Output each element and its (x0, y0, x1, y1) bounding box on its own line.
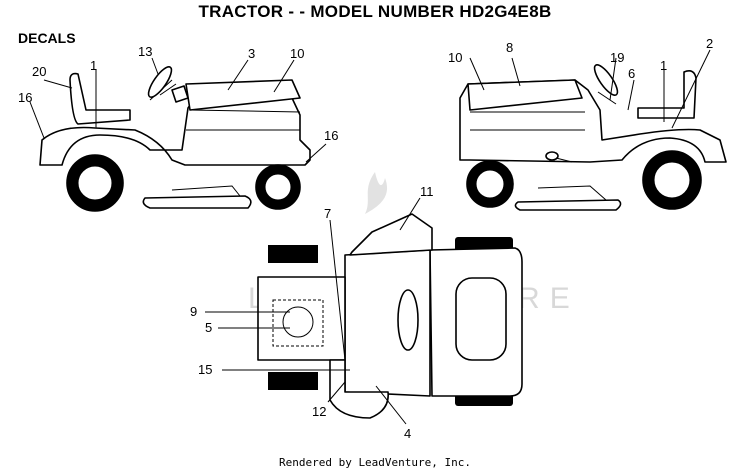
credit-line: Rendered by LeadVenture, Inc. (278, 456, 472, 469)
callout-1-right: 1 (660, 58, 667, 73)
callout-12: 12 (312, 404, 326, 419)
leader-lines (29, 49, 711, 425)
tractor-top-view (257, 213, 523, 419)
callout-20: 20 (32, 64, 46, 79)
callout-5: 5 (205, 320, 212, 335)
callout-6: 6 (628, 66, 635, 81)
callouts: 1 20 16 13 3 10 16 10 8 19 6 2 1 11 7 9 … (18, 36, 713, 441)
callout-11: 11 (420, 184, 434, 199)
callout-7: 7 (324, 206, 331, 221)
callout-4: 4 (404, 426, 411, 441)
callout-10-left: 10 (290, 46, 304, 61)
callout-9: 9 (190, 304, 197, 319)
callout-8: 8 (506, 40, 513, 55)
tractor-right-view (459, 64, 727, 211)
tractor-left-view (39, 66, 311, 212)
section-label: DECALS (18, 30, 76, 46)
callout-15: 15 (198, 362, 212, 377)
callout-2: 2 (706, 36, 713, 51)
callout-16-left: 16 (18, 90, 32, 105)
callout-16-right: 16 (324, 128, 338, 143)
page-title: TRACTOR - - MODEL NUMBER HD2G4E8B (198, 2, 552, 21)
callout-10-right: 10 (448, 50, 462, 65)
callout-19: 19 (610, 50, 624, 65)
callout-1-left: 1 (90, 58, 97, 73)
callout-13: 13 (138, 44, 152, 59)
callout-3: 3 (248, 46, 255, 61)
